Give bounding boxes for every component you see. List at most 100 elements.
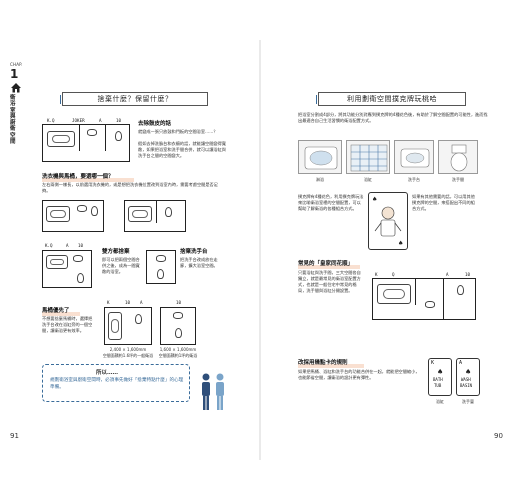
sec2-title-highlight [42, 178, 134, 182]
card-bathtub-word-2: TUB [434, 383, 442, 388]
conclusion-box [42, 364, 190, 402]
plan5-label-10: 10 [125, 300, 131, 305]
floor-plan-4 [146, 250, 176, 284]
shower-icon [304, 146, 338, 170]
plan3-bathtub [46, 255, 68, 269]
photo-toilet [438, 140, 478, 174]
plan1-wall-2 [105, 125, 106, 151]
conclusion-text: 規劃衛浴室與廚衛空間時，必須事先做好「捨棄特點什麼」的心理準備。 [50, 378, 184, 390]
chapter-number: 1 [10, 67, 19, 81]
plan5b-sink [173, 312, 183, 319]
right-sec1-text: 撲克牌有4種花色，利用撲克牌玩法來比喻衛浴室裡的空間配置，可以幫助了解衛浴的各種… [298, 194, 364, 211]
sec2-title: 洗衣機與馬桶，要選哪一個？ [42, 174, 114, 180]
photo-caption-shower: 淋浴 [316, 177, 324, 182]
floor-plan-5a [104, 307, 152, 345]
plan4-sink [156, 255, 166, 262]
card-washbasin-word-2: BASIN [460, 383, 473, 388]
plan5a-toilet [135, 314, 142, 324]
plan5a-bathtub [108, 312, 122, 340]
plan5-label-k: K [107, 300, 110, 305]
sec3-title: 馬桶優先了 [42, 308, 70, 314]
option-a-text: 即可以把兩個空間合併之後，成為一間寬敞的浴室。 [102, 257, 140, 274]
plan2b-wall [156, 201, 157, 223]
floor-plan-5b [160, 307, 196, 345]
playing-card-illustration: ♠ ♠ [368, 192, 408, 250]
plan2a-sink [77, 205, 87, 212]
right-plan-wall [415, 279, 416, 305]
card-bathtub: K ♠ BATH TUB [428, 358, 452, 396]
plan2b-toilet [165, 207, 172, 217]
plan3-toilet [77, 273, 84, 283]
plan5a-caption: 空間面積約1.6坪的一般衛浴 [102, 353, 154, 358]
plan1-label-kq: K.Q [47, 118, 55, 123]
plan5a-dimension: 2,400 × 1,600mm [109, 347, 147, 352]
sec3-title-highlight [42, 312, 80, 316]
photo-caption-bathtub: 浴缸 [364, 177, 372, 182]
plan3-label-10: 10 [78, 243, 84, 248]
svg-text:♠: ♠ [372, 196, 377, 203]
photo-washbasin [394, 140, 434, 174]
washbasin-icon [400, 148, 430, 168]
people-illustration [202, 373, 224, 410]
right-sec1-note: 如果有其他需要的話，可以用其他撲克牌的空間，來搭配出不同的組合方式。 [412, 194, 475, 211]
plan1-label-10: 10 [116, 118, 122, 123]
plan1-wall [79, 125, 80, 151]
plan1-bathtub [47, 131, 75, 147]
right-plan-label-a: A [446, 272, 449, 277]
bathtub-icon [350, 144, 388, 172]
svg-text:♠: ♠ [398, 240, 403, 247]
option-b-title: 捨棄洗手台 [180, 249, 208, 255]
chapter-side-title: 衛浴室與廚衛空間 [10, 95, 16, 146]
sec3-text: 不想要捨棄馬桶時，選擇把洗手台改在浴缸旁的一個空間，讓衛浴更有效率。 [42, 316, 93, 333]
joker-card-icon: ♠ ♠ [372, 196, 403, 247]
floor-plan-3 [42, 250, 92, 288]
spade-icon: ♠ [437, 368, 443, 375]
right-page-number: 90 [494, 432, 503, 440]
card-bathtub-caption: 浴缸 [436, 399, 444, 404]
right-intro-text: 把浴室分割成4部分，將其功能分別對應到撲克牌的4種花色後，有助於了解空間配置的可… [298, 112, 488, 123]
right-sec3-title-highlight [298, 364, 364, 368]
spade-icon-2: ♠ [465, 368, 471, 375]
right-sec2-title-highlight [298, 265, 360, 269]
right-plan-sink [425, 301, 435, 308]
plan2a-bathtub [46, 206, 70, 222]
plan1-label-a: A [99, 118, 102, 123]
card-washbasin-rank: A [459, 360, 463, 366]
plan2b-bathtub [128, 206, 152, 222]
right-sec3-text: 如果把馬桶、浴缸和洗手台的功能合併在一起，就能把空間縮小，也能節省空間，讓衛浴的… [298, 369, 420, 380]
house-icon [11, 83, 21, 93]
plan2a-toilet [91, 206, 98, 216]
floor-plan-2a [42, 200, 104, 232]
sec2-text: 左右兩側一樣長，以前選用洗衣機的，或是想把洗衣機位置改到浴室內時，需要考慮空間是… [42, 182, 218, 193]
plan5b-toilet [175, 328, 182, 338]
plan1-sink [87, 129, 97, 136]
right-sec2-text: 只要浴缸與洗手間，三大空間各自獨立，就是最常見的衛浴室配置方式，也就是一般住宅中… [298, 270, 361, 293]
right-plan-label-10: 10 [465, 272, 471, 277]
svg-text:♠: ♠ [437, 368, 443, 375]
svg-text:♠: ♠ [465, 368, 471, 375]
right-page-header: 利用劃衛空間撲克牌玩桃哈 [316, 92, 466, 106]
card-washbasin: A ♠ WASH BASIN [456, 358, 480, 396]
chapter-label: CHAP. [10, 62, 23, 67]
chapter-side-tab: CHAP. 1 衛浴室與廚衛空間 [10, 62, 28, 145]
card-bathtub-word-1: BATH [433, 377, 443, 382]
floor-plan-1 [42, 124, 130, 162]
plan3-label-a: A [66, 243, 69, 248]
left-page-header: 捨棄什麼？保留什麼？ [60, 92, 208, 106]
right-plan-toilet [457, 285, 464, 295]
book-gutter [259, 40, 261, 460]
plan5b-caption: 空間面積約1坪的衛浴 [158, 353, 198, 358]
toilet-icon [450, 144, 468, 172]
sec1-title: 去除鼓皮的話 [138, 121, 172, 127]
right-plan-wall-2 [443, 279, 444, 319]
plan1-toilet [115, 131, 122, 141]
option-a-title: 雙方都捨棄 [102, 249, 130, 255]
plan3-sink [73, 255, 83, 262]
photo-bathtub [346, 140, 390, 174]
card-washbasin-word-1: WASH [461, 377, 471, 382]
right-floor-plan [372, 278, 476, 320]
photo-caption-washbasin: 洗手台 [408, 177, 420, 182]
right-plan-label-k: K [375, 272, 378, 277]
plan5b-dimension: 1,600 × 1,600mm [159, 347, 197, 352]
